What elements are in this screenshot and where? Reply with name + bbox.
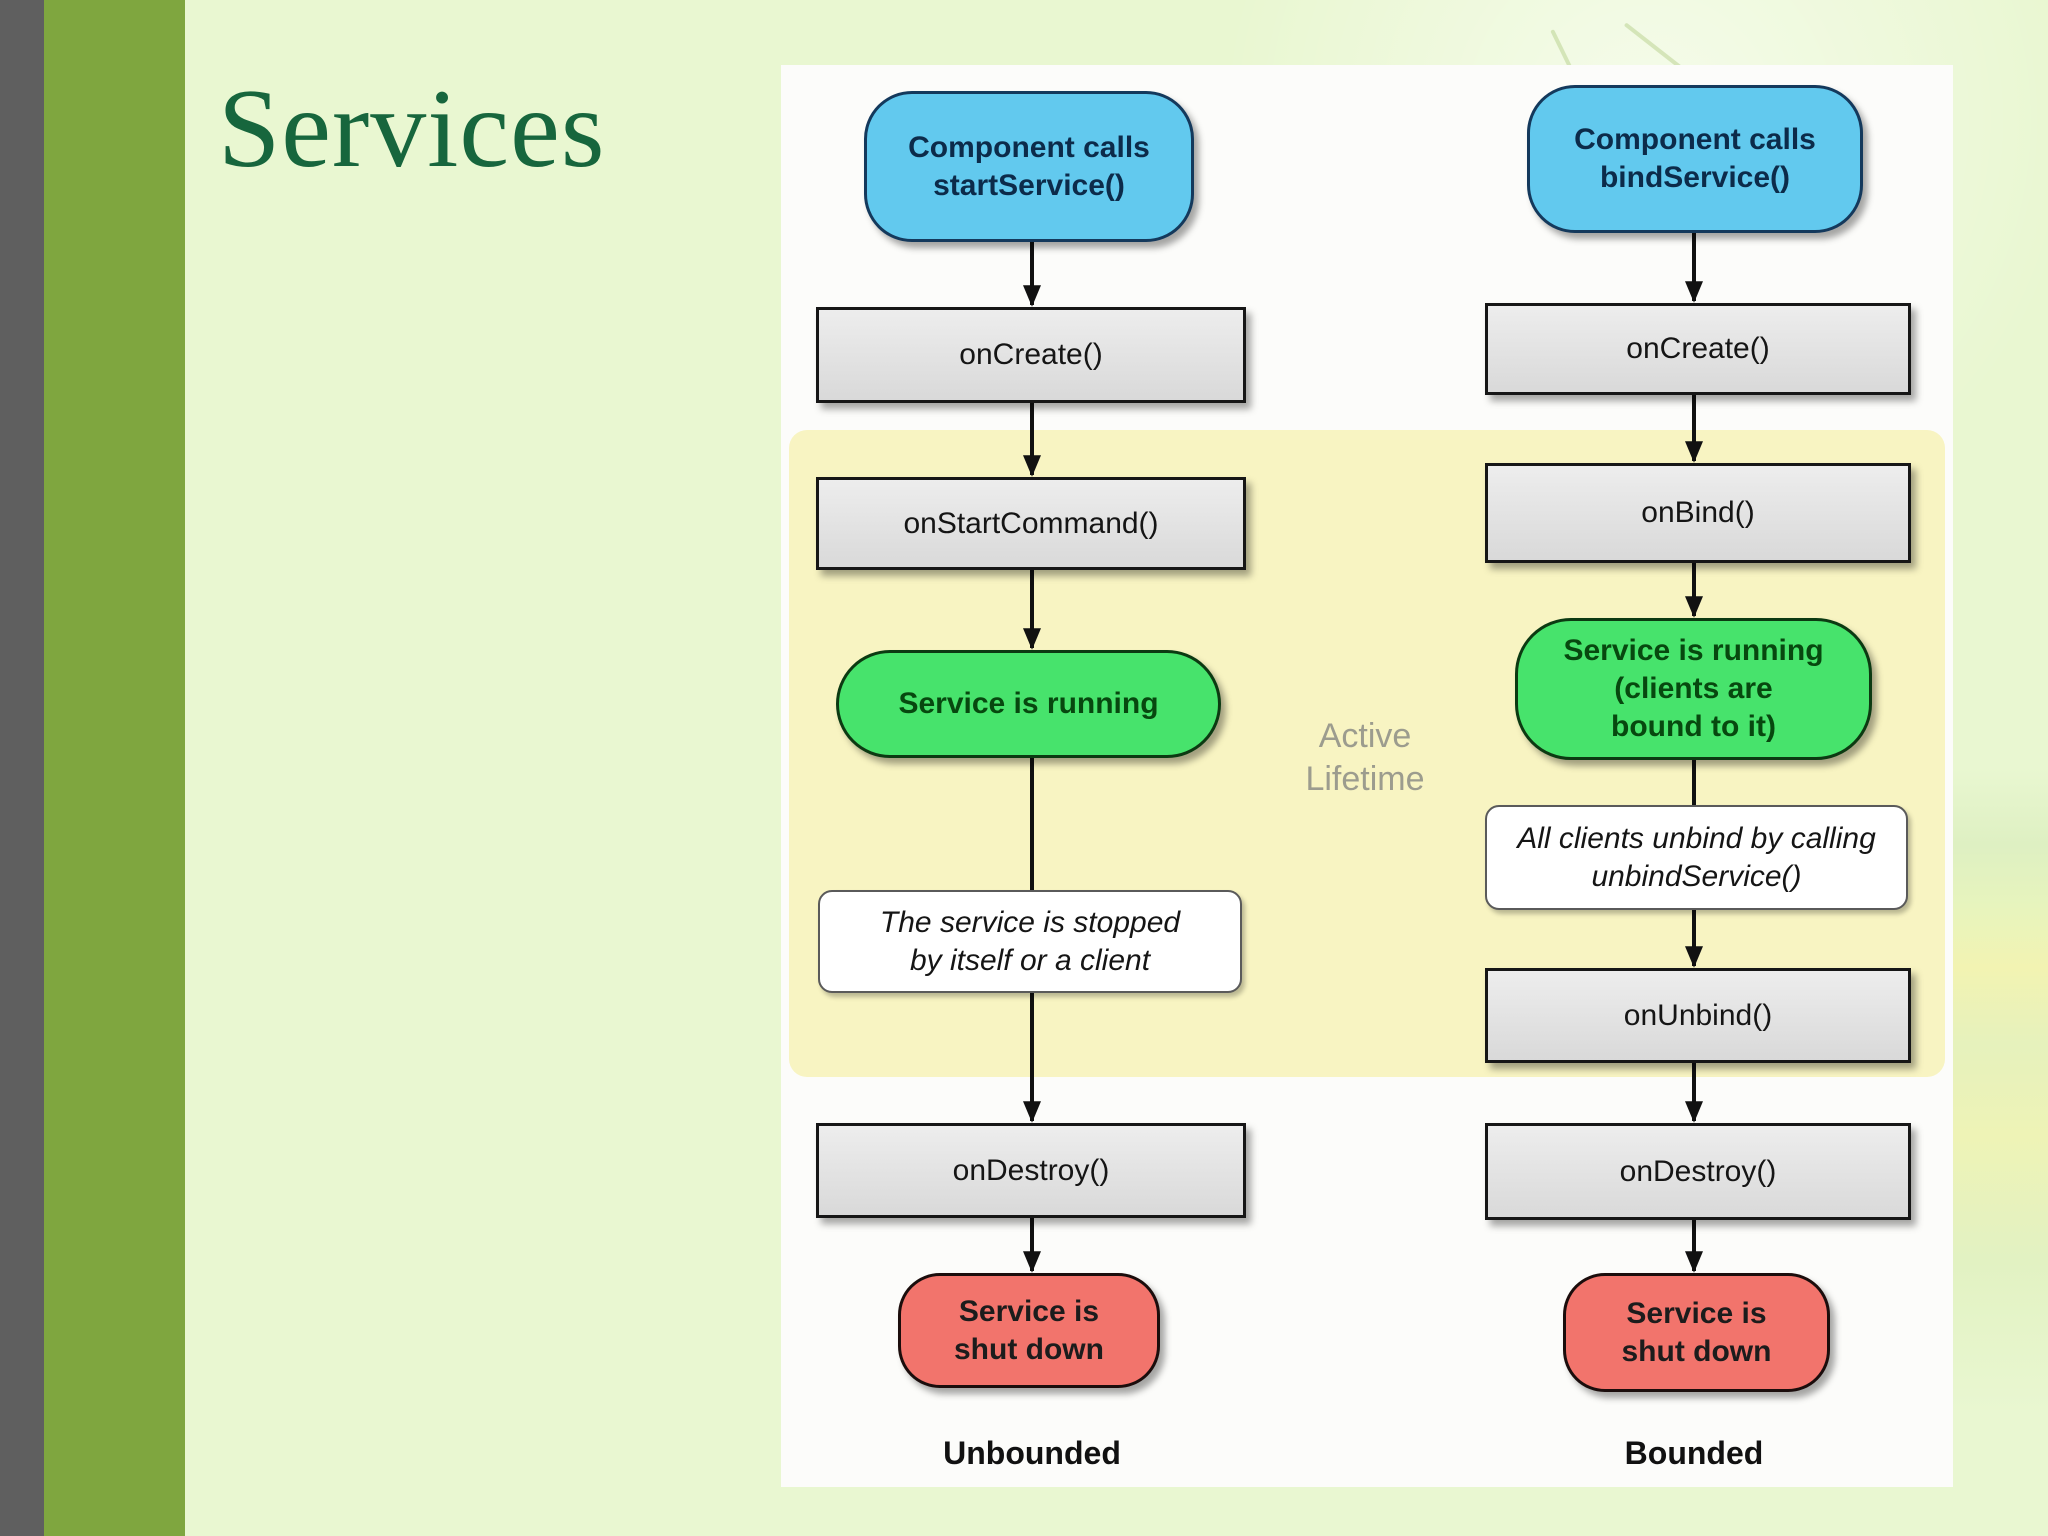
node-service-shutdown-bounded: Service is shut down [1563, 1273, 1830, 1392]
flow-arrows [1023, 233, 1703, 1273]
node-onunbind: onUnbind() [1485, 968, 1911, 1063]
node-service-shutdown-unbounded: Service is shut down [898, 1273, 1160, 1388]
slide-title: Services [218, 67, 606, 191]
node-ondestroy-unbounded: onDestroy() [816, 1123, 1246, 1218]
node-service-running-unbounded: Service is running [836, 650, 1221, 758]
node-component-calls-bindservice: Component calls bindService() [1527, 85, 1863, 233]
note-clients-unbind: All clients unbind by calling unbindServ… [1485, 805, 1908, 910]
right-pastel-band [1953, 0, 2048, 1536]
node-oncreate-unbounded: onCreate() [816, 307, 1246, 403]
active-lifetime-label: Active Lifetime [1305, 717, 1425, 798]
column-caption-unbounded: Unbounded [943, 1435, 1121, 1471]
node-onstartcommand: onStartCommand() [816, 477, 1246, 570]
left-green-stripe [44, 0, 185, 1536]
node-ondestroy-bounded: onDestroy() [1485, 1123, 1911, 1220]
node-oncreate-bounded: onCreate() [1485, 303, 1911, 395]
column-caption-bounded: Bounded [1624, 1435, 1764, 1471]
note-service-stopped: The service is stopped by itself or a cl… [818, 890, 1242, 993]
left-gray-stripe [0, 0, 44, 1536]
node-onbind: onBind() [1485, 463, 1911, 563]
node-service-running-bounded: Service is running (clients are bound to… [1515, 618, 1872, 760]
node-component-calls-startservice: Component calls startService() [864, 91, 1194, 242]
service-lifecycle-diagram: Component calls startService() onCreate(… [781, 65, 1953, 1487]
